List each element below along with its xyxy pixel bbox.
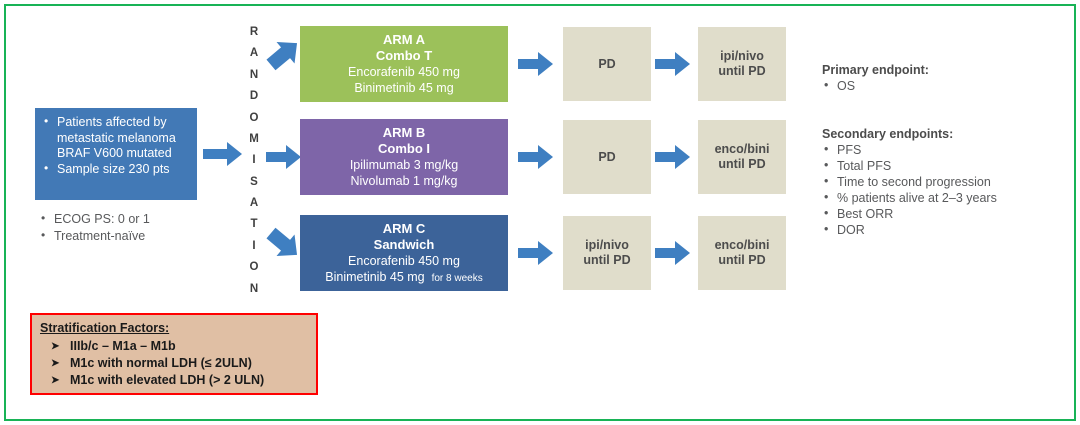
arm-subtitle: Combo I	[378, 141, 430, 156]
rand-letter: D	[249, 90, 259, 103]
list-item: Best ORR	[822, 205, 1062, 222]
arrow-arm-b-pd-to-next	[655, 145, 690, 169]
rand-letter: A	[249, 47, 259, 60]
arm-title: ARM C	[382, 221, 426, 236]
secondary-endpoints-section: Secondary endpoints: PFS Total PFS Time …	[822, 126, 1062, 238]
rand-letter: R	[249, 26, 259, 38]
population-list: Patients affected by metastatic melanoma…	[41, 114, 191, 178]
arm-drug-2-row: Nivolumab 1 mg/kg	[300, 173, 508, 191]
secondary-endpoints-list: PFS Total PFS Time to second progression…	[822, 141, 1062, 238]
arm-drug-1: Encorafenib 450 mg	[348, 254, 460, 268]
list-item: ECOG PS: 0 or 1	[38, 210, 218, 228]
list-item: % patients alive at 2–3 years	[822, 189, 1062, 206]
list-item: Time to second progression	[822, 173, 1062, 190]
rand-letter: O	[249, 111, 259, 124]
arm-a-step-1-box: PD	[563, 27, 651, 101]
arrow-arm-a-pd-to-next	[655, 52, 690, 76]
arm-a-box: ARM A Combo T Encorafenib 450 mg Binimet…	[300, 26, 508, 102]
arm-a-step-2-box: ipi/nivo until PD	[698, 27, 786, 101]
primary-endpoint-list: OS	[822, 77, 1062, 94]
list-item: DOR	[822, 221, 1062, 238]
rand-letter: S	[250, 175, 258, 188]
patient-population-box: Patients affected by metastatic melanoma…	[35, 108, 197, 200]
stratification-list: IIIb/c – M1a – M1b M1c with normal LDH (…	[40, 338, 310, 389]
primary-endpoint-title: Primary endpoint:	[822, 63, 929, 77]
arm-b-step-1-box: PD	[563, 120, 651, 194]
rand-letter: I	[252, 239, 256, 252]
rand-letter: M	[249, 132, 259, 145]
arm-drug-1: Encorafenib 450 mg	[348, 65, 460, 79]
list-item: Treatment-naïve	[38, 227, 218, 245]
arm-subtitle: Sandwich	[373, 237, 435, 252]
arm-drug-2: Nivolumab 1 mg/kg	[350, 174, 458, 188]
stratification-title: Stratification Factors:	[40, 321, 170, 335]
list-item: Total PFS	[822, 157, 1062, 174]
rand-letter: N	[249, 68, 259, 81]
rand-letter: N	[249, 282, 259, 295]
randomisation-label: R A N D O M I S A T I O N	[243, 26, 265, 295]
arrow-arm-a-to-pd	[518, 52, 553, 76]
list-item: M1c with elevated LDH (> 2 ULN)	[40, 372, 310, 389]
criteria-list: ECOG PS: 0 or 1 Treatment-naïve	[38, 210, 218, 245]
arm-subtitle: Combo T	[375, 48, 433, 63]
arm-c-step-1-box: ipi/nivo until PD	[563, 216, 651, 290]
arrow-population-to-randomisation	[203, 142, 242, 166]
list-item: Patients affected by metastatic melanoma…	[41, 114, 191, 162]
list-item: PFS	[822, 141, 1062, 158]
rand-letter: A	[249, 197, 259, 209]
arm-c-box: ARM C Sandwich Encorafenib 450 mg Binime…	[300, 215, 508, 291]
stratification-factors-box: Stratification Factors: IIIb/c – M1a – M…	[30, 313, 318, 395]
arm-drug-2-note: for 8 weeks	[431, 273, 483, 284]
rand-letter: I	[252, 154, 256, 167]
rand-letter: O	[249, 261, 259, 274]
arrow-randomisation-to-arm-c	[266, 227, 298, 257]
arm-drug-1: Ipilimumab 3 mg/kg	[349, 158, 459, 172]
arm-b-box: ARM B Combo I Ipilimumab 3 mg/kg Nivolum…	[300, 119, 508, 195]
list-item: OS	[822, 77, 1062, 94]
arm-drug-2-row: Binimetinib 45 mg for 8 weeks	[300, 269, 508, 287]
arm-title: ARM A	[382, 32, 426, 47]
arrow-randomisation-to-arm-b	[266, 145, 301, 169]
arm-drug-2: Binimetinib 45 mg	[325, 270, 425, 284]
arrow-arm-c-step-1-to-step-2	[655, 241, 690, 265]
arrow-randomisation-to-arm-a	[266, 41, 298, 71]
arm-title: ARM B	[382, 125, 426, 140]
arm-b-step-2-box: enco/bini until PD	[698, 120, 786, 194]
list-item: M1c with normal LDH (≤ 2ULN)	[40, 355, 310, 372]
rand-letter: T	[250, 218, 258, 231]
primary-endpoint-section: Primary endpoint: OS	[822, 62, 1062, 94]
arm-drug-2: Binimetinib 45 mg	[354, 81, 454, 95]
arrow-arm-b-to-pd	[518, 145, 553, 169]
patient-criteria-list: ECOG PS: 0 or 1 Treatment-naïve	[38, 210, 218, 245]
arrow-arm-c-to-step-1	[518, 241, 553, 265]
list-item: IIIb/c – M1a – M1b	[40, 338, 310, 355]
arm-c-step-2-box: enco/bini until PD	[698, 216, 786, 290]
arm-drug-2-row: Binimetinib 45 mg	[300, 80, 508, 98]
list-item: Sample size 230 pts	[41, 161, 191, 178]
secondary-endpoints-title: Secondary endpoints:	[822, 127, 954, 141]
